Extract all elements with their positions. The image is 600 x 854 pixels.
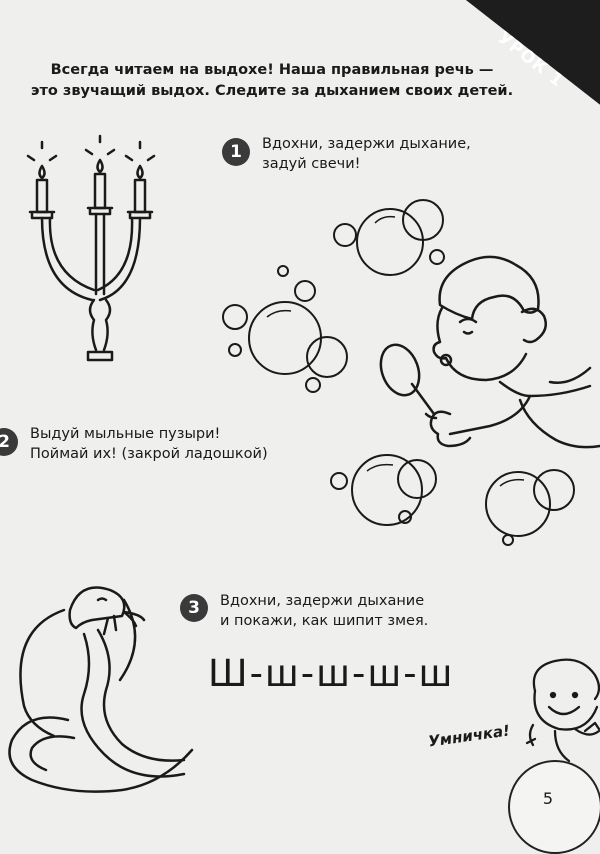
task-2-line-2: Поймай их! (закрой ладошкой) [30, 446, 268, 462]
smiling-child-icon [525, 658, 600, 763]
task-3-number: 3 [180, 594, 208, 622]
page-number: 5 [542, 789, 554, 808]
task-1-number: 1 [222, 138, 250, 166]
praise-text: Умничка! [427, 721, 512, 751]
hiss-sound-text: Ш-ш-ш-ш-ш [208, 652, 455, 695]
task-1-text: Вдохни, задержи дыхание, задуй свечи! [262, 134, 471, 174]
task-1-line-2: задуй свечи! [262, 156, 361, 172]
cobra-icon [8, 586, 194, 793]
task-2-text: Выдуй мыльные пузыри! Поймай их! (закрой… [30, 424, 268, 464]
task-3-line-2: и покажи, как шипит змея. [220, 613, 429, 629]
intro-text: Всегда читаем на выдохе! Наша правильная… [22, 60, 522, 102]
task-1-line-1: Вдохни, задержи дыхание, [262, 136, 471, 152]
intro-line-2: это звучащий выдох. Следите за дыханием … [30, 83, 514, 99]
task-3-line-1: Вдохни, задержи дыхание [220, 593, 425, 609]
task-3-text: Вдохни, задержи дыхание и покажи, как ши… [220, 591, 428, 631]
task-2-line-1: Выдуй мыльные пузыри! [30, 426, 221, 442]
boy-blowing-bubbles-icon [379, 255, 600, 449]
task-2-number: 2 [0, 428, 18, 456]
soap-bubble-icon [222, 199, 445, 526]
soap-bubble-icon [485, 469, 575, 546]
intro-line-1: Всегда читаем на выдохе! Наша правильная… [50, 62, 494, 78]
candelabra-icon [26, 134, 156, 362]
